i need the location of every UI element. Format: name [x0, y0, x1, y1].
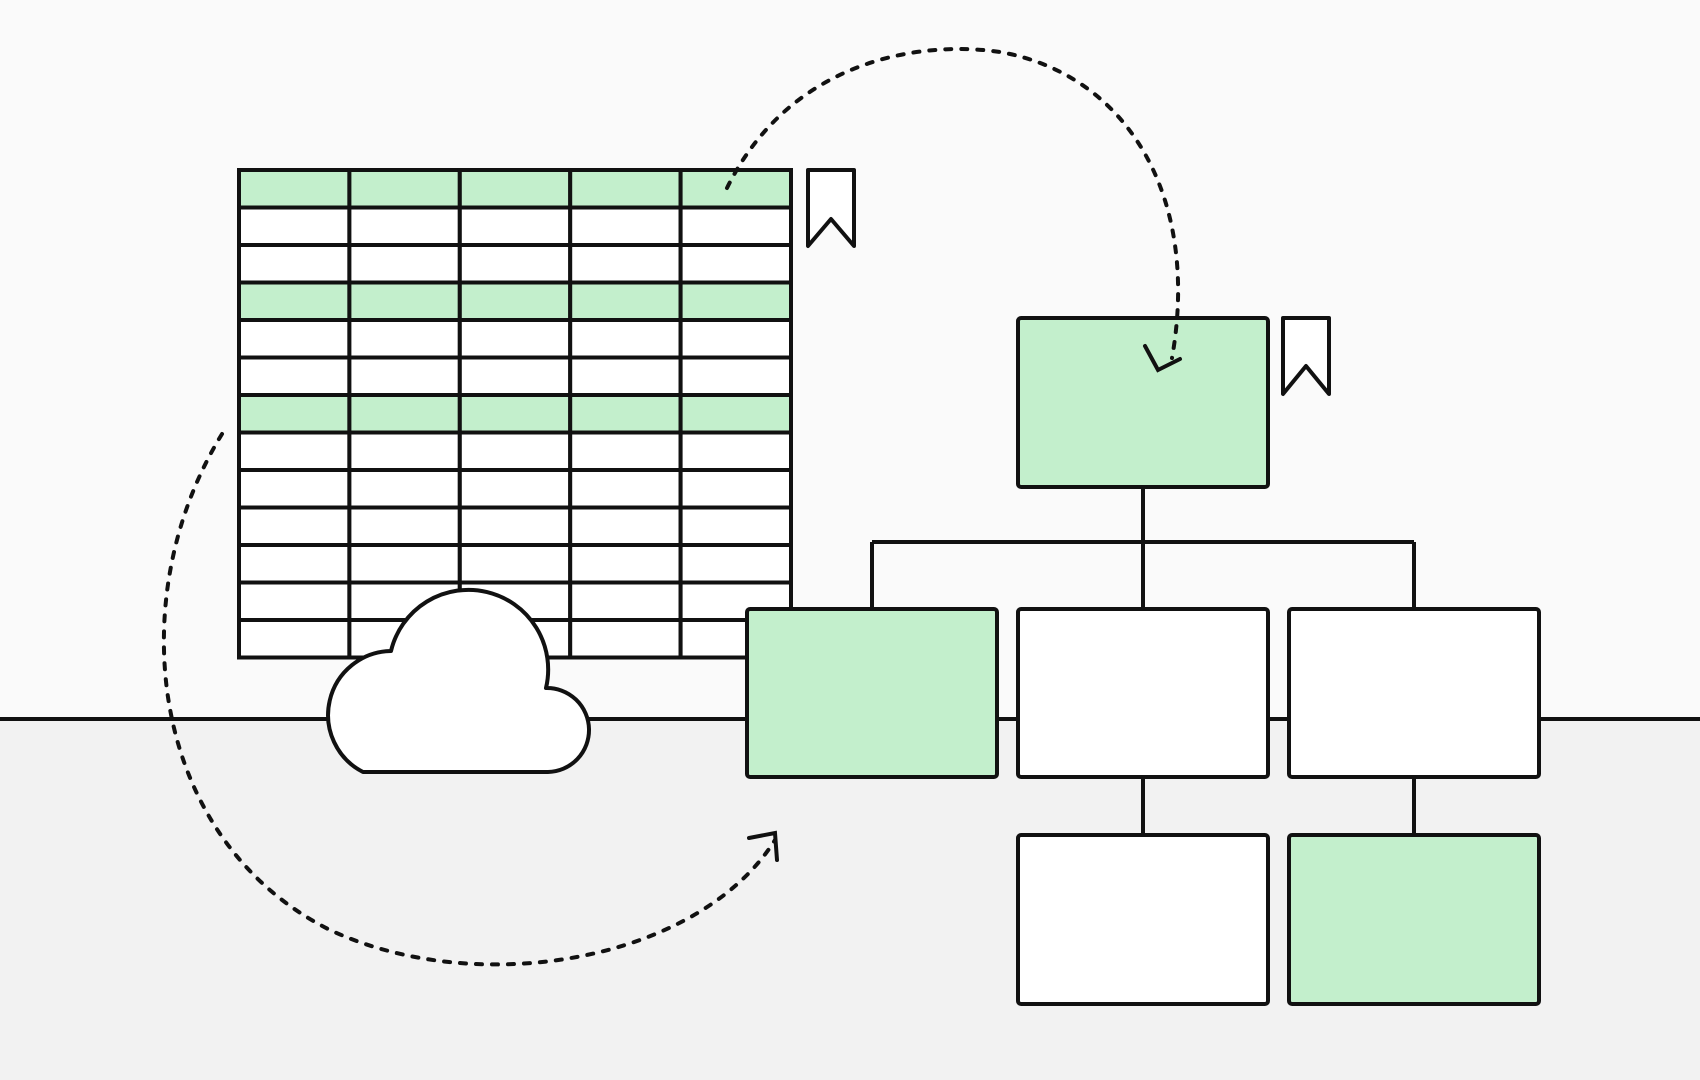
bookmark-icon — [806, 168, 856, 248]
spreadsheet-cell — [678, 543, 793, 585]
spreadsheet-cell — [237, 430, 352, 472]
org-node-child-2 — [1016, 607, 1270, 779]
spreadsheet-cell — [237, 618, 352, 660]
spreadsheet-cell — [678, 280, 793, 322]
spreadsheet-cell — [347, 355, 462, 397]
spreadsheet-cell — [237, 355, 352, 397]
spreadsheet-cell — [237, 580, 352, 622]
org-node-grandchild-1 — [1016, 833, 1270, 1006]
spreadsheet-cell — [237, 280, 352, 322]
spreadsheet-cell — [568, 505, 683, 547]
spreadsheet-cell — [568, 243, 683, 285]
spreadsheet-cell — [568, 205, 683, 247]
arrow-spreadsheet-to-root — [725, 47, 1181, 360]
spreadsheet-cell — [457, 543, 573, 585]
spreadsheet-cell — [457, 243, 573, 285]
spreadsheet-cell — [457, 505, 573, 547]
spreadsheet-cell — [678, 355, 793, 397]
spreadsheet-cell — [237, 468, 352, 510]
spreadsheet-cell — [568, 430, 683, 472]
spreadsheet-cell — [678, 430, 793, 472]
org-chart-connectors — [870, 487, 1416, 835]
org-node-grandchild-2 — [1287, 833, 1541, 1006]
spreadsheet-cell — [457, 430, 573, 472]
spreadsheet-cell — [237, 205, 352, 247]
spreadsheet-cell — [568, 280, 683, 322]
cloud-icon — [326, 587, 591, 774]
spreadsheet-cell — [568, 580, 683, 622]
spreadsheet-cell — [457, 168, 573, 210]
spreadsheet-cell — [457, 355, 573, 397]
spreadsheet-cell — [347, 243, 462, 285]
spreadsheet-cell — [347, 280, 462, 322]
spreadsheet-cell — [347, 168, 462, 210]
bookmark-icon — [1281, 316, 1331, 396]
spreadsheet-cell — [237, 393, 352, 435]
arrow-head — [747, 830, 779, 862]
org-node-root — [1016, 316, 1270, 489]
dashed-arrows — [161, 47, 1182, 967]
org-chart — [745, 316, 1541, 1006]
arrow-spreadsheet-to-child-1 — [161, 432, 777, 967]
spreadsheet-cell — [678, 505, 793, 547]
spreadsheet-cell — [237, 243, 352, 285]
spreadsheet-cell — [347, 393, 462, 435]
spreadsheet-cell — [347, 430, 462, 472]
spreadsheet-cell — [347, 505, 462, 547]
spreadsheet-cell — [457, 318, 573, 360]
spreadsheet-cell — [457, 468, 573, 510]
spreadsheet-cell — [678, 580, 793, 622]
org-node-child-3 — [1287, 607, 1541, 779]
spreadsheet-cell — [237, 318, 352, 360]
spreadsheet-cell — [568, 618, 683, 660]
spreadsheet-cell — [678, 205, 793, 247]
spreadsheet-cell — [568, 393, 683, 435]
spreadsheet-cell — [678, 393, 793, 435]
spreadsheet-cell — [347, 318, 462, 360]
spreadsheet-cell — [457, 280, 573, 322]
spreadsheet-cell — [237, 505, 352, 547]
spreadsheet — [237, 168, 793, 660]
spreadsheet-cell — [457, 205, 573, 247]
spreadsheet-cell — [678, 318, 793, 360]
spreadsheet-cell — [237, 543, 352, 585]
spreadsheet-cell — [568, 355, 683, 397]
spreadsheet-cell — [237, 168, 352, 210]
spreadsheet-cell — [568, 543, 683, 585]
spreadsheet-cell — [678, 243, 793, 285]
spreadsheet-cell — [678, 168, 793, 210]
arrow-head — [1143, 344, 1182, 373]
spreadsheet-cell — [457, 393, 573, 435]
spreadsheet-cell — [568, 168, 683, 210]
spreadsheet-cell — [568, 468, 683, 510]
spreadsheet-cell — [347, 205, 462, 247]
spreadsheet-cell — [678, 468, 793, 510]
spreadsheet-cell — [568, 318, 683, 360]
spreadsheet-cell — [347, 543, 462, 585]
org-node-child-1 — [745, 607, 999, 779]
spreadsheet-cell — [347, 468, 462, 510]
